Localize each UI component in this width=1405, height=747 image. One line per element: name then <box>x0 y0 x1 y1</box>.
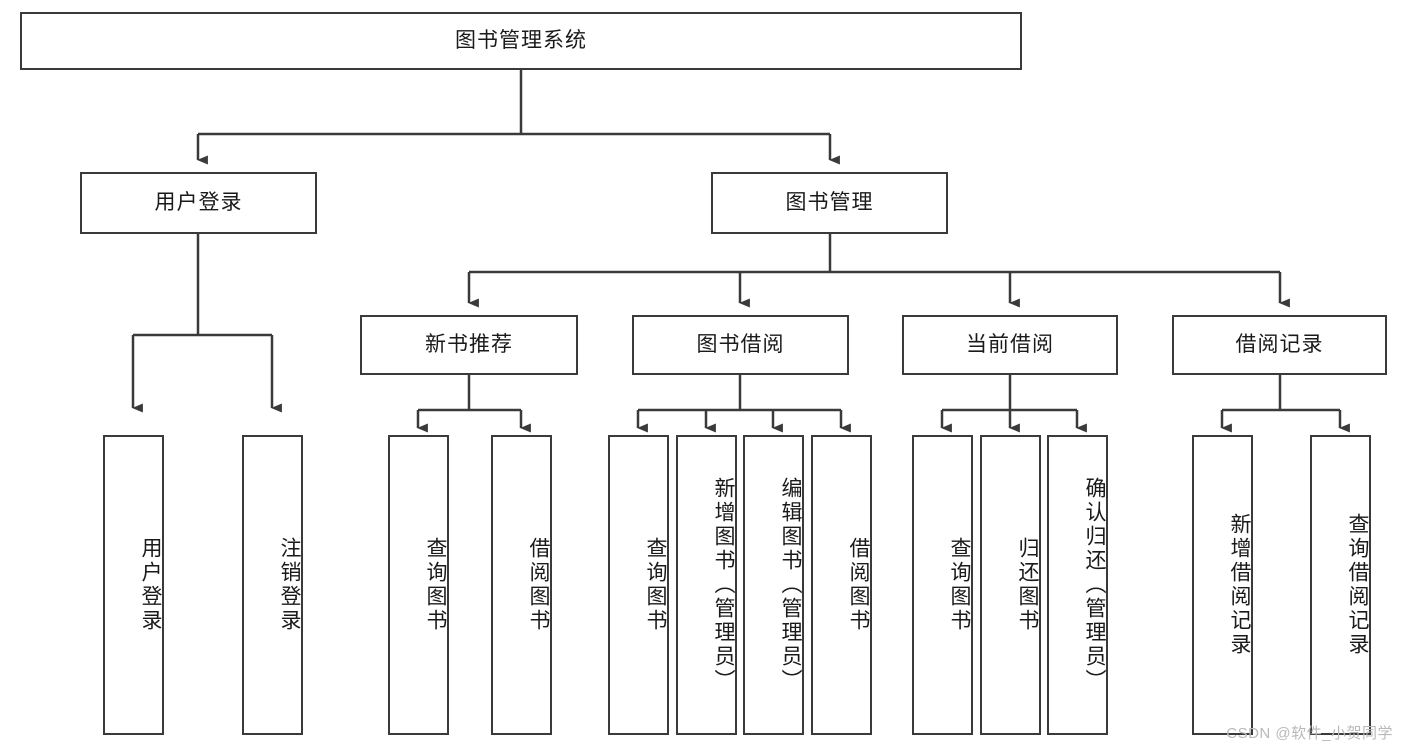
node-label: 图书借阅 <box>696 332 785 356</box>
node-label: 当前借阅 <box>966 332 1054 356</box>
leaf-user-login[interactable]: 用户登录 <box>103 435 164 735</box>
node-label: 查询借阅记录 <box>1346 513 1369 657</box>
node-label: 图书管理系统 <box>455 28 587 52</box>
csdn-watermark: CSDN @软件_小贺同学 <box>1226 725 1393 742</box>
node-label: 归还图书 <box>1016 537 1039 633</box>
node-label: 新增借阅记录 <box>1228 513 1251 657</box>
leaf-query-book-borrow[interactable]: 查询图书 <box>608 435 669 735</box>
node-label: 查询图书 <box>424 537 447 633</box>
node-label: 借阅图书 <box>847 537 870 633</box>
node-user-login[interactable]: 用户登录 <box>80 172 317 234</box>
node-root-book-management-system[interactable]: 图书管理系统 <box>20 12 1022 70</box>
node-label: 新增图书（管理员） <box>712 477 735 693</box>
leaf-add-borrow-record[interactable]: 新增借阅记录 <box>1192 435 1253 735</box>
leaf-logout-login[interactable]: 注销登录 <box>242 435 303 735</box>
node-label: 查询图书 <box>948 537 971 633</box>
leaf-borrow-book-recommend[interactable]: 借阅图书 <box>491 435 552 735</box>
node-label: 图书管理 <box>785 190 874 214</box>
leaf-query-borrow-record[interactable]: 查询借阅记录 <box>1310 435 1371 735</box>
leaf-edit-book-admin[interactable]: 编辑图书（管理员） <box>743 435 804 735</box>
node-label: 用户登录 <box>139 537 162 633</box>
node-label: 查询图书 <box>644 537 667 633</box>
node-label: 编辑图书（管理员） <box>779 477 802 693</box>
node-label: 确认归还（管理员） <box>1083 477 1106 693</box>
node-label: 借阅图书 <box>527 537 550 633</box>
leaf-return-book[interactable]: 归还图书 <box>980 435 1041 735</box>
node-label: 注销登录 <box>278 537 301 633</box>
leaf-confirm-return-admin[interactable]: 确认归还（管理员） <box>1047 435 1108 735</box>
node-label: 用户登录 <box>154 190 243 214</box>
node-label: 借阅记录 <box>1235 332 1324 356</box>
leaf-query-book-recommend[interactable]: 查询图书 <box>388 435 449 735</box>
leaf-borrow-book-borrow[interactable]: 借阅图书 <box>811 435 872 735</box>
node-borrow-record[interactable]: 借阅记录 <box>1172 315 1387 375</box>
node-new-book-recommend[interactable]: 新书推荐 <box>360 315 578 375</box>
leaf-add-book-admin[interactable]: 新增图书（管理员） <box>676 435 737 735</box>
leaf-query-book-current[interactable]: 查询图书 <box>912 435 973 735</box>
node-current-borrow[interactable]: 当前借阅 <box>902 315 1118 375</box>
node-label: 新书推荐 <box>425 332 513 356</box>
node-book-management[interactable]: 图书管理 <box>711 172 948 234</box>
node-book-borrow[interactable]: 图书借阅 <box>632 315 849 375</box>
